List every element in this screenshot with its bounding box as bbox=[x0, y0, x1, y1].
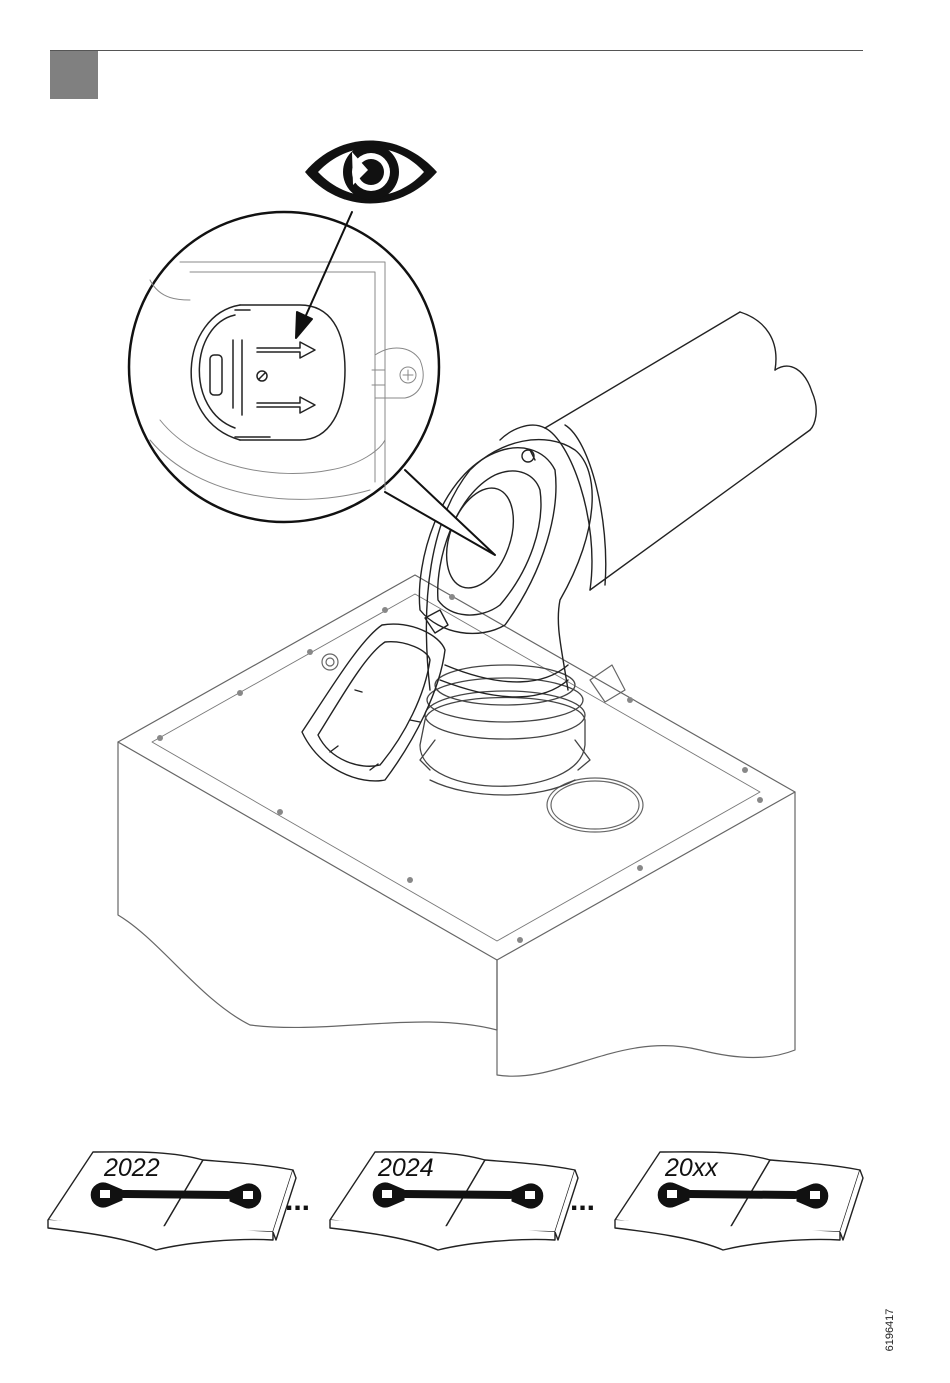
book-year: 2022 bbox=[103, 1154, 160, 1182]
maintenance-book: 20xx bbox=[615, 1152, 863, 1250]
book-year: 2024 bbox=[377, 1154, 434, 1182]
separator-dots: ... bbox=[285, 1184, 310, 1217]
flue-pipe bbox=[500, 312, 816, 590]
book-year: 20xx bbox=[664, 1154, 719, 1182]
boiler-casing bbox=[118, 575, 795, 1076]
eye-icon bbox=[305, 141, 437, 204]
flue-adapter bbox=[420, 665, 590, 795]
document-id: 6196417 bbox=[870, 1290, 910, 1370]
separator-dots: ... bbox=[570, 1184, 595, 1217]
maintenance-book: 2024 bbox=[330, 1152, 578, 1250]
document-id-text: 6196417 bbox=[884, 1309, 896, 1352]
maintenance-books: 2022 2024 bbox=[48, 1152, 863, 1250]
maintenance-book: 2022 bbox=[48, 1152, 296, 1250]
flue-elbow bbox=[419, 440, 592, 697]
detail-callout bbox=[129, 212, 495, 555]
